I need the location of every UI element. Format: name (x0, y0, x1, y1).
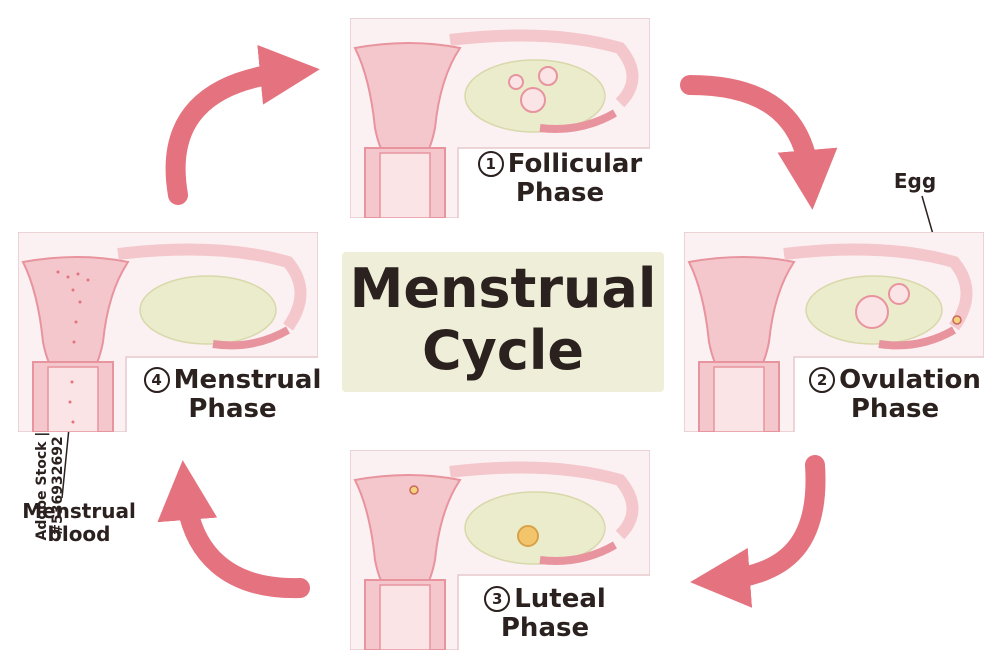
egg-callout: Egg (893, 169, 937, 193)
title-line-1: Menstrual (349, 257, 657, 320)
cycle-arrow-icon (690, 455, 826, 608)
menstrual-blood-callout: Menstrual blood (4, 500, 154, 546)
phase-number: 3 (484, 586, 511, 612)
corpus-luteum-icon (517, 525, 539, 547)
egg-icon (409, 485, 419, 495)
egg-icon (952, 315, 962, 325)
phase-word: Phase (188, 394, 277, 425)
diagram-title: Menstrual Cycle (342, 257, 664, 383)
cycle-arrow-icon (165, 44, 320, 205)
follicle-icon (508, 74, 524, 90)
phase-name: Ovulation (839, 365, 981, 395)
phase-number: 2 (809, 367, 836, 393)
phase-word: Phase (850, 394, 940, 425)
uterus-illustration (353, 42, 462, 159)
menstrual-blood-dots (56, 270, 90, 424)
ovary-illustration (139, 275, 277, 345)
uterus-illustration (353, 474, 462, 591)
title-background (342, 252, 664, 392)
stock-watermark: Adobe Stock | #536932692 (34, 431, 66, 541)
uterus-illustration (687, 256, 796, 373)
phase-name: Luteal (514, 584, 606, 614)
phase-word: Phase (515, 178, 605, 209)
follicle-icon (520, 87, 546, 113)
follicle-icon (538, 66, 558, 86)
phase-name: Follicular (507, 149, 643, 179)
follicle-icon (855, 295, 889, 329)
ovulation-illustration (684, 232, 984, 432)
uterus-illustration (21, 256, 130, 373)
luteal-illustration (350, 450, 650, 650)
menstrual-illustration (18, 232, 318, 432)
phase-name: Menstrual (173, 365, 322, 395)
cycle-arrow-icon (157, 460, 310, 599)
callout-line-1: Menstrual (22, 499, 136, 523)
phase-number: 4 (143, 367, 170, 393)
title-line-2: Cycle (422, 319, 584, 383)
follicle-icon (888, 283, 910, 305)
phase-word: Phase (500, 613, 590, 644)
phase-number: 1 (477, 151, 504, 177)
cycle-arrow-icon (680, 75, 838, 210)
callout-line-2: blood (47, 522, 111, 546)
follicular-illustration (350, 18, 650, 218)
